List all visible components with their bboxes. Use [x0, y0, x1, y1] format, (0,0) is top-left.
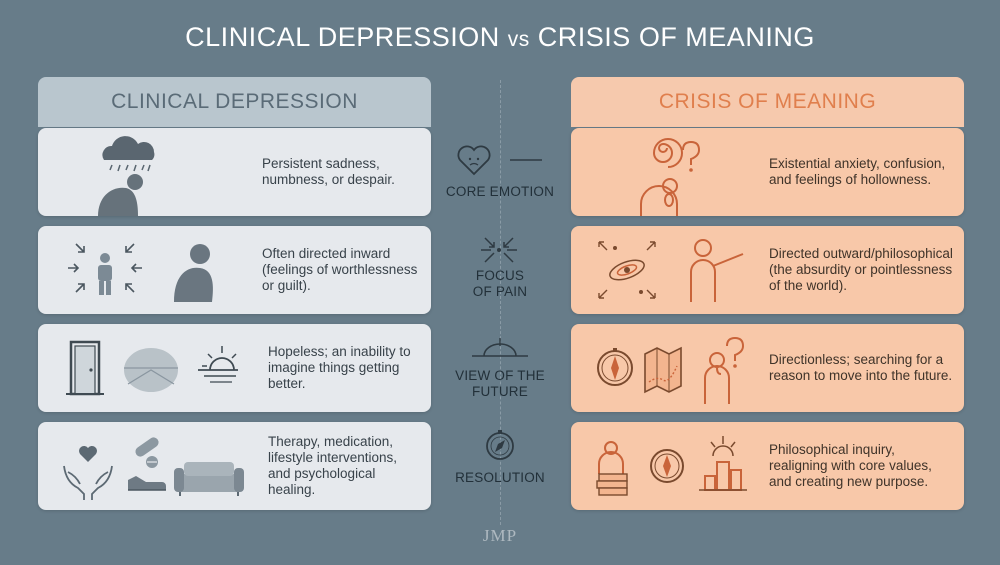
depression-view-of-future-card: Hopeless; an inability to imagine things… — [38, 324, 431, 412]
depression-focus-of-pain-text: Often directed inward (feelings of worth… — [262, 246, 418, 293]
rain-cloud-slumped-person-icon — [98, 136, 155, 216]
title-left: CLINICAL DEPRESSION — [185, 22, 500, 52]
page-title: CLINICAL DEPRESSION vs CRISIS OF MEANING — [0, 22, 1000, 53]
horizon-icon — [472, 338, 528, 357]
category-view-of-future-label: VIEW OF THE FUTURE — [443, 368, 557, 400]
category-focus-of-pain-text: FOCUS OF PAIN — [472, 268, 528, 299]
category-core-emotion-label: CORE EMOTION — [443, 184, 557, 200]
depression-view-of-future-text: Hopeless; an inability to imagine things… — [268, 344, 411, 391]
category-focus-of-pain-label: FOCUS OF PAIN — [443, 268, 557, 300]
meaning-column-heading: CRISIS OF MEANING — [571, 77, 964, 127]
category-view-of-future-text: VIEW OF THE FUTURE — [455, 368, 545, 399]
meaning-resolution-text: Philosophical inquiry, realigning with c… — [769, 442, 932, 489]
door-horizon-sunset-icon — [66, 340, 238, 396]
depression-column-heading: CLINICAL DEPRESSION — [38, 77, 431, 127]
category-resolution-label: RESOLUTION — [443, 470, 557, 486]
meaning-view-of-future-text: Directionless; searching for a reason to… — [769, 352, 953, 383]
category-resolution-text: RESOLUTION — [455, 470, 545, 485]
books-compass-rising-bars-icon — [596, 436, 747, 496]
depression-core-emotion-text: Persistent sadness, numbness, or despair… — [262, 156, 395, 187]
title-right: CRISIS OF MEANING — [537, 22, 815, 52]
watermark-logo: JMP — [482, 526, 518, 545]
meaning-core-emotion-text: Existential anxiety, confusion, and feel… — [769, 156, 946, 187]
galaxy-pointing-person-icon — [598, 239, 744, 302]
inward-arrows-person-icon — [68, 243, 213, 302]
depression-core-emotion-card: Persistent sadness, numbness, or despair… — [38, 128, 431, 216]
meaning-view-of-future-card: Directionless; searching for a reason to… — [571, 324, 964, 412]
center-divider — [500, 80, 501, 525]
depression-resolution-text: Therapy, medication, lifestyle intervent… — [268, 434, 398, 497]
meaning-focus-of-pain-text: Directed outward/philosophical (the absu… — [769, 246, 953, 293]
meaning-core-emotion-card: Existential anxiety, confusion, and feel… — [571, 128, 964, 216]
spiral-question-person-icon — [640, 138, 701, 216]
compass-map-thinking-person-icon — [597, 336, 745, 404]
compass-icon — [486, 430, 514, 460]
depression-focus-of-pain-card: Often directed inward (feelings of worth… — [38, 226, 431, 314]
title-vs: vs — [507, 28, 530, 51]
sad-heart-icon — [457, 145, 542, 176]
meaning-focus-of-pain-card: Directed outward/philosophical (the absu… — [571, 226, 964, 314]
depression-resolution-card: Therapy, medication, lifestyle intervent… — [38, 422, 431, 510]
hands-heart-pills-sneaker-couch-icon — [63, 437, 244, 500]
inward-arrows-icon — [481, 237, 517, 263]
meaning-resolution-card: Philosophical inquiry, realigning with c… — [571, 422, 964, 510]
category-core-emotion-text: CORE EMOTION — [445, 184, 555, 199]
